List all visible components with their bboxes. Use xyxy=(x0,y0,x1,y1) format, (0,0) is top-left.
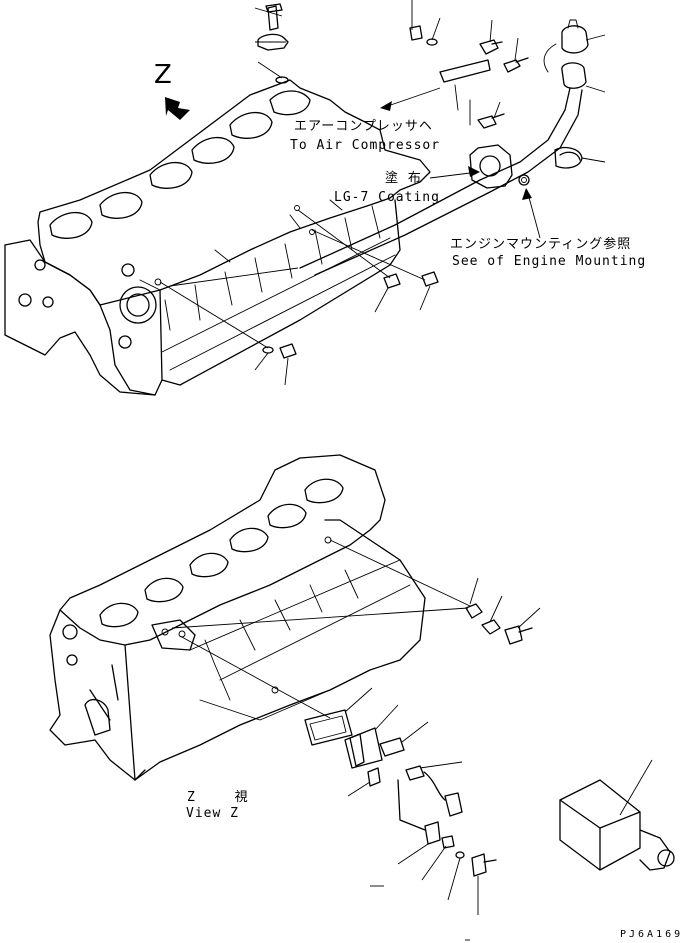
view-direction-arrow-icon xyxy=(165,97,190,120)
air-compressor-pipe xyxy=(299,19,589,276)
drawing-code: PJ6A169 xyxy=(620,929,684,940)
view-z-label-jp: Z 視 xyxy=(187,790,264,805)
engine-mounting-label-en: See of Engine Mounting xyxy=(452,254,647,269)
view-marker-label: Z xyxy=(154,60,172,90)
upper-fasteners xyxy=(257,3,529,359)
lower-leader-lines xyxy=(171,539,653,941)
engine-mounting-label-jp: エンジンマウンティング参照 xyxy=(450,237,632,252)
view-z-label-en: View Z xyxy=(186,806,239,821)
callout-arrows xyxy=(380,87,541,239)
upper-leader-lines xyxy=(159,0,606,386)
coating-label-en: LG-7 Coating xyxy=(334,190,440,205)
lower-parts xyxy=(304,603,675,877)
lower-cylinder-block xyxy=(49,454,426,781)
air-compressor-label-en: To Air Compressor xyxy=(290,138,441,153)
air-compressor-label-jp: エアーコンプレッサヘ xyxy=(294,119,433,134)
coating-label-jp: 塗 布 xyxy=(385,171,422,186)
upper-cylinder-block xyxy=(4,79,431,396)
